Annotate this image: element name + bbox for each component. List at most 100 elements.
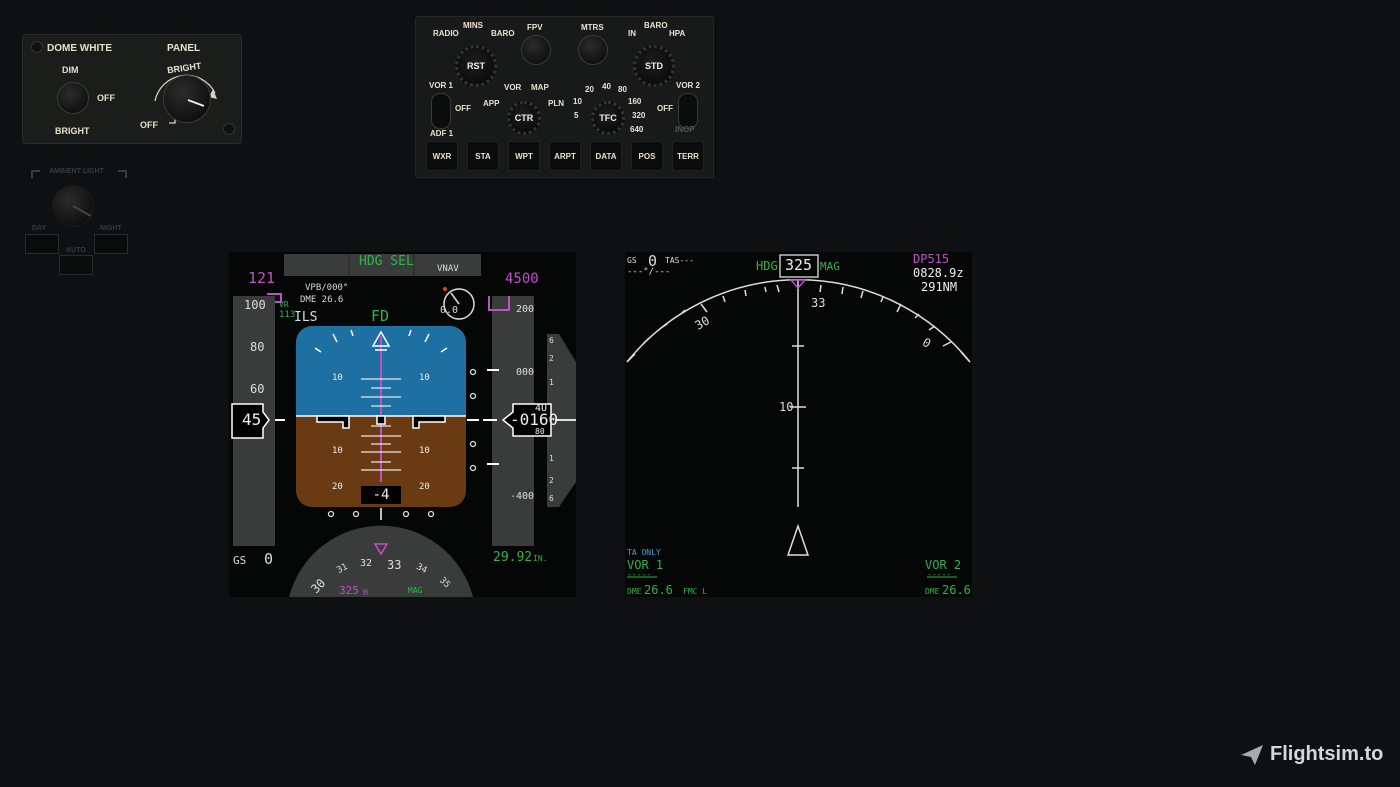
alt-roll-a: 4U bbox=[535, 403, 548, 414]
paper-plane-icon bbox=[1241, 744, 1263, 765]
dme-readout: DME 26.6 bbox=[300, 295, 344, 305]
mtrs-label: MTRS bbox=[581, 23, 604, 32]
range-80-label: 80 bbox=[618, 85, 627, 94]
speed-tick-80: 80 bbox=[250, 340, 265, 354]
compass-label: 33 bbox=[387, 558, 402, 572]
nd-graphics bbox=[626, 254, 971, 578]
vs-tick: 6 bbox=[549, 494, 554, 503]
pln-mode-label: PLN bbox=[548, 99, 564, 108]
dome-switch[interactable] bbox=[57, 82, 89, 114]
vor1-adf1-switch[interactable] bbox=[431, 93, 451, 129]
logo-text: Flightsim.to bbox=[1270, 743, 1384, 765]
pfd-graphics bbox=[231, 254, 576, 597]
off2-label: OFF bbox=[657, 104, 673, 113]
gs-label: GS bbox=[233, 554, 247, 567]
dme-right-label: DME bbox=[925, 587, 940, 596]
fmc-source: FMC L bbox=[683, 587, 708, 596]
std-label: STD bbox=[645, 61, 663, 71]
dme-right-value: 26.6 bbox=[942, 583, 971, 597]
ambient-bracket bbox=[31, 170, 127, 178]
speed-tick-100: 100 bbox=[244, 298, 266, 312]
mins-label: MINS bbox=[463, 21, 483, 30]
vor2-ident: ----- bbox=[927, 570, 952, 579]
alt-tick-minus400: -400 bbox=[510, 491, 535, 502]
data-button[interactable]: DATA bbox=[590, 141, 622, 171]
mag-label: MAG bbox=[408, 586, 423, 595]
range-10-label: 10 bbox=[573, 97, 582, 106]
hdg-label: HDG bbox=[756, 259, 778, 273]
fma-vnav: VNAV bbox=[437, 264, 459, 274]
range-ring-label: 10 bbox=[779, 400, 794, 414]
baro-knob[interactable]: STD bbox=[633, 45, 675, 87]
in-label: IN bbox=[628, 29, 636, 38]
current-speed: 45 bbox=[242, 410, 262, 429]
heading-unit: H bbox=[363, 588, 368, 597]
vs-tick: 1 bbox=[549, 454, 554, 463]
baro-right-label: BARO bbox=[644, 21, 668, 30]
off1-label: OFF bbox=[455, 104, 471, 113]
bright-label: BRIGHT bbox=[55, 126, 90, 136]
tfc-label: TFC bbox=[599, 113, 617, 123]
range-640-label: 640 bbox=[630, 125, 644, 134]
wpt-button[interactable]: WPT bbox=[508, 141, 540, 171]
pitch-label: 10 bbox=[419, 446, 430, 456]
dome-off-label: OFF bbox=[97, 93, 115, 103]
vor1-label: VOR 1 bbox=[429, 81, 454, 90]
baro-unit: IN. bbox=[533, 554, 548, 563]
v113-label: 113 bbox=[279, 310, 296, 320]
gs-value: 0 bbox=[648, 252, 658, 270]
day-label: DAY bbox=[32, 225, 47, 232]
vor1-label: VOR 1 bbox=[627, 558, 664, 572]
ambient-night-button[interactable] bbox=[94, 234, 128, 254]
vs-tick: 2 bbox=[549, 476, 554, 485]
baro-setting: 29.92 bbox=[493, 550, 533, 565]
auto-label: AUTO bbox=[66, 247, 86, 254]
hpa-label: HPA bbox=[669, 29, 686, 38]
range-40-label: 40 bbox=[602, 82, 611, 91]
mtrs-button[interactable] bbox=[578, 35, 608, 65]
app-mode-label: APP bbox=[483, 99, 500, 108]
panel-off-label: OFF bbox=[140, 120, 158, 130]
alt-tick-000: 000 bbox=[516, 367, 535, 378]
ctr-label: CTR bbox=[514, 113, 534, 123]
ambient-day-button[interactable] bbox=[25, 234, 59, 254]
pos-button[interactable]: POS bbox=[631, 141, 663, 171]
mode-knob[interactable]: CTR bbox=[507, 101, 541, 135]
dme-left-label: DME bbox=[627, 587, 642, 596]
vr-label: VR bbox=[279, 300, 289, 309]
arpt-button[interactable]: ARPT bbox=[549, 141, 581, 171]
pitch-label: 10 bbox=[332, 373, 343, 383]
alt-roll-c: 80 bbox=[535, 427, 545, 436]
knob-pointer-icon bbox=[72, 205, 92, 217]
selected-speed: 121 bbox=[248, 269, 276, 287]
ambient-auto-button[interactable] bbox=[59, 255, 93, 275]
range-20-label: 20 bbox=[585, 85, 594, 94]
waypoint-distance: 291NM bbox=[921, 280, 958, 294]
pitch-label: 10 bbox=[419, 373, 430, 383]
panel-dimmer-knob[interactable] bbox=[163, 75, 211, 123]
rst-label: RST bbox=[467, 61, 485, 71]
vor2-switch[interactable] bbox=[678, 93, 698, 129]
sta-button[interactable]: STA bbox=[467, 141, 499, 171]
mag-label: MAG bbox=[820, 260, 840, 273]
fpv-button[interactable] bbox=[521, 35, 551, 65]
fma-hdg-sel: HDG SEL bbox=[359, 254, 414, 269]
heading-value: 325 bbox=[339, 584, 359, 597]
gs-value: 0 bbox=[264, 550, 274, 568]
dme-left-value: 26.6 bbox=[644, 583, 673, 597]
pitch-label: 10 bbox=[332, 446, 343, 456]
baro-label: BARO bbox=[491, 29, 515, 38]
terr-button[interactable]: TERR bbox=[672, 141, 704, 171]
range-knob[interactable]: TFC bbox=[591, 101, 625, 135]
wxr-button[interactable]: WXR bbox=[426, 141, 458, 171]
adf1-label: ADF 1 bbox=[430, 129, 454, 138]
compass-label-33: 33 bbox=[811, 296, 826, 310]
mins-knob[interactable]: RST bbox=[455, 45, 497, 87]
screw-icon bbox=[223, 123, 235, 135]
tas-readout: TAS--- bbox=[665, 256, 694, 265]
ils-label: ILS bbox=[294, 310, 318, 325]
pitch-label: 20 bbox=[419, 482, 430, 492]
panel-label: PANEL bbox=[167, 43, 201, 54]
ambient-light-knob[interactable] bbox=[52, 185, 94, 227]
heading-value: 325 bbox=[785, 256, 813, 274]
